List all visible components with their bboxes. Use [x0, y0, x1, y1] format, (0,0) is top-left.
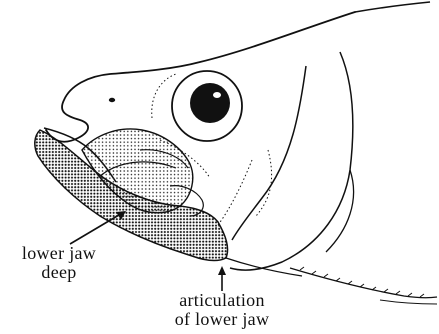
articulation-arrow-head [218, 266, 226, 275]
eye-pupil [190, 83, 230, 123]
articulation-label-line1: articulation [142, 291, 302, 310]
cheek-contour-3 [256, 150, 272, 216]
pectoral-fin-thread-lower [380, 300, 437, 304]
opercle-edge [230, 52, 353, 270]
nostril [109, 98, 115, 102]
pectoral-fin-thread [290, 268, 437, 298]
opercle-inner-edge [326, 170, 354, 252]
throat-line [226, 258, 302, 276]
lower-jaw-label-line1: lower jaw [4, 244, 114, 263]
lower-jaw-label-line2: deep [4, 263, 114, 282]
lower-jaw-label: lower jaw deep [4, 244, 114, 282]
preopercle [232, 66, 306, 240]
eye-highlight [213, 92, 221, 98]
articulation-label: articulation of lower jaw [142, 291, 302, 329]
articulation-label-line2: of lower jaw [142, 310, 302, 329]
pectoral-fin-thread-segments [300, 267, 424, 297]
gill-cover-back [355, 2, 430, 12]
lower-jaw-arrow-shaft [70, 212, 124, 244]
